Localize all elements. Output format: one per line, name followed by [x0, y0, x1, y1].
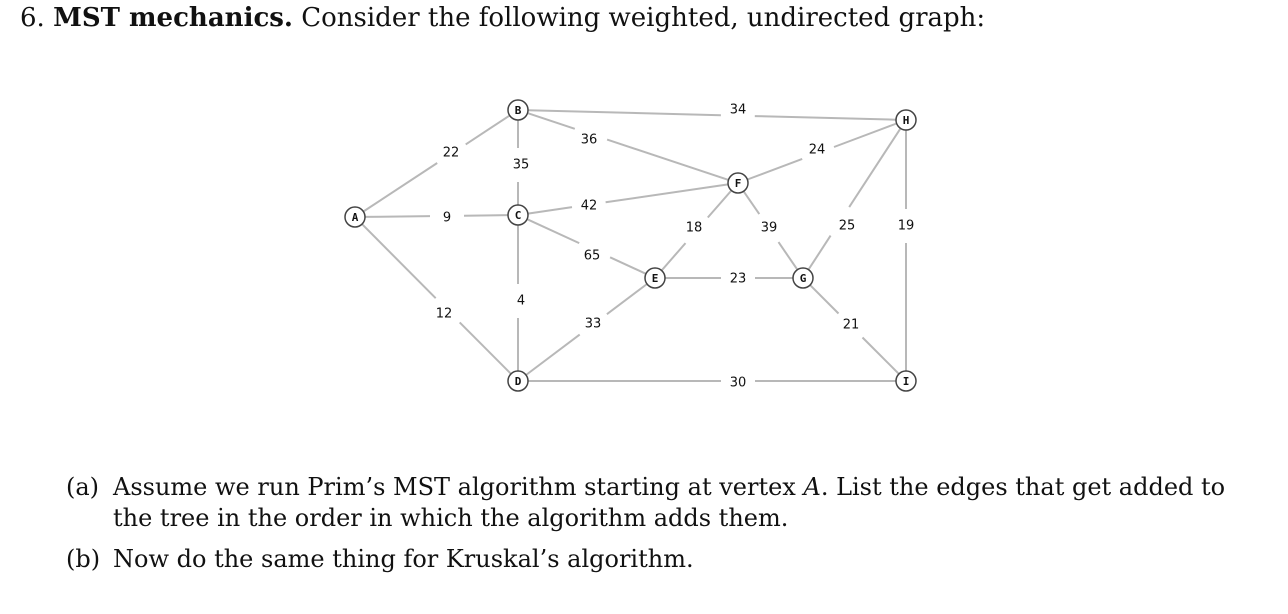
edge-d-e-segment [525, 333, 581, 376]
node-a-circle [344, 206, 366, 228]
edge-g-h-segment [807, 235, 832, 271]
node-h: H [895, 109, 917, 131]
node-c: C [507, 204, 529, 226]
edge-a-d-segment [361, 223, 437, 299]
node-f: F [727, 172, 749, 194]
edge-weight-d-i: 30 [730, 376, 747, 391]
edge-weight-g-h: 25 [839, 219, 856, 234]
node-b-circle [507, 99, 529, 121]
node-i-label: I [903, 375, 910, 388]
node-d-circle [507, 370, 529, 392]
edge-weight-b-c: 35 [513, 158, 530, 173]
edge-weight-b-f: 36 [581, 133, 598, 148]
edge-weight-f-h: 24 [809, 143, 826, 158]
part-b: (b) Now do the same thing for Kruskal’s … [66, 544, 1266, 575]
node-b-label: B [515, 104, 522, 117]
edge-f-g-segment [742, 190, 761, 215]
edge-a-b-segment [465, 114, 511, 146]
edge-weight-c-f: 42 [581, 199, 598, 214]
edge-b-f-segment [606, 138, 729, 181]
node-a-label: A [352, 211, 359, 224]
part-a-text-before: Assume we run Prim’s MST algorithm start… [113, 473, 804, 501]
node-g-circle [792, 267, 814, 289]
node-b: B [507, 99, 529, 121]
node-d: D [507, 370, 529, 392]
edge-weight-g-i: 21 [843, 318, 860, 333]
node-e-circle [644, 267, 666, 289]
edge-g-h-segment [848, 127, 902, 208]
edge-weight-d-e: 33 [585, 317, 602, 332]
edge-f-h-segment [747, 157, 803, 181]
node-g: G [792, 267, 814, 289]
node-g-label: G [800, 272, 807, 285]
node-c-label: C [515, 209, 522, 222]
question-parts: (a) Assume we run Prim’s MST algorithm s… [66, 472, 1266, 585]
edge-weight-a-d: 12 [436, 307, 453, 322]
node-i: I [895, 370, 917, 392]
edge-weight-e-f: 18 [686, 221, 703, 236]
node-a: A [344, 206, 366, 228]
part-a-label: (a) [66, 473, 100, 501]
problem-title: MST mechanics. [53, 3, 293, 33]
node-i-circle [895, 370, 917, 392]
node-d-label: D [515, 375, 522, 388]
edge-weight-e-g: 23 [730, 272, 747, 287]
edge-d-e-segment [606, 283, 648, 315]
node-e-label: E [652, 272, 659, 285]
part-a-vertex: A [803, 473, 821, 501]
edge-weight-f-g: 39 [761, 221, 778, 236]
edge-a-d-segment [458, 321, 512, 375]
edge-e-f-segment [707, 189, 733, 219]
part-b-label: (b) [66, 545, 101, 573]
edge-c-e-segment [609, 256, 647, 275]
edge-e-f-segment [660, 242, 687, 272]
edge-b-f-segment [527, 112, 576, 130]
node-f-circle [727, 172, 749, 194]
edge-weight-c-e: 65 [584, 249, 601, 264]
edge-f-g-segment [777, 241, 799, 271]
node-c-circle [507, 204, 529, 226]
node-f-label: F [735, 177, 742, 190]
edge-weight-c-d: 4 [517, 294, 525, 309]
edge-b-h-segment [754, 115, 897, 121]
node-e: E [644, 267, 666, 289]
edge-f-h-segment [833, 122, 897, 148]
part-a-text-after: . List the edges that get added to the t… [113, 473, 1226, 532]
problem-number: 6. [20, 3, 45, 33]
edge-g-i-segment [861, 336, 900, 375]
edge-weight-h-i: 19 [898, 219, 915, 234]
edge-a-c-segment [364, 215, 431, 218]
part-a: (a) Assume we run Prim’s MST algorithm s… [66, 472, 1266, 534]
edge-b-h-segment [527, 109, 721, 117]
edge-weight-a-b: 22 [443, 146, 460, 161]
edge-g-i-segment [809, 284, 840, 315]
edge-a-c-segment [463, 214, 509, 217]
edge-a-b-segment [362, 162, 438, 213]
problem-prompt: Consider the following weighted, undirec… [301, 3, 986, 33]
node-h-circle [895, 109, 917, 131]
edge-weight-a-c: 9 [443, 211, 451, 226]
edge-weight-b-h: 34 [730, 103, 747, 118]
edge-c-f-segment [605, 183, 729, 204]
edge-c-f-segment [527, 206, 573, 215]
edge-c-e-segment [526, 218, 580, 245]
node-h-label: H [903, 114, 910, 127]
problem-heading: 6. MST mechanics. Consider the following… [20, 2, 985, 34]
part-b-text: Now do the same thing for Kruskal’s algo… [113, 545, 694, 573]
